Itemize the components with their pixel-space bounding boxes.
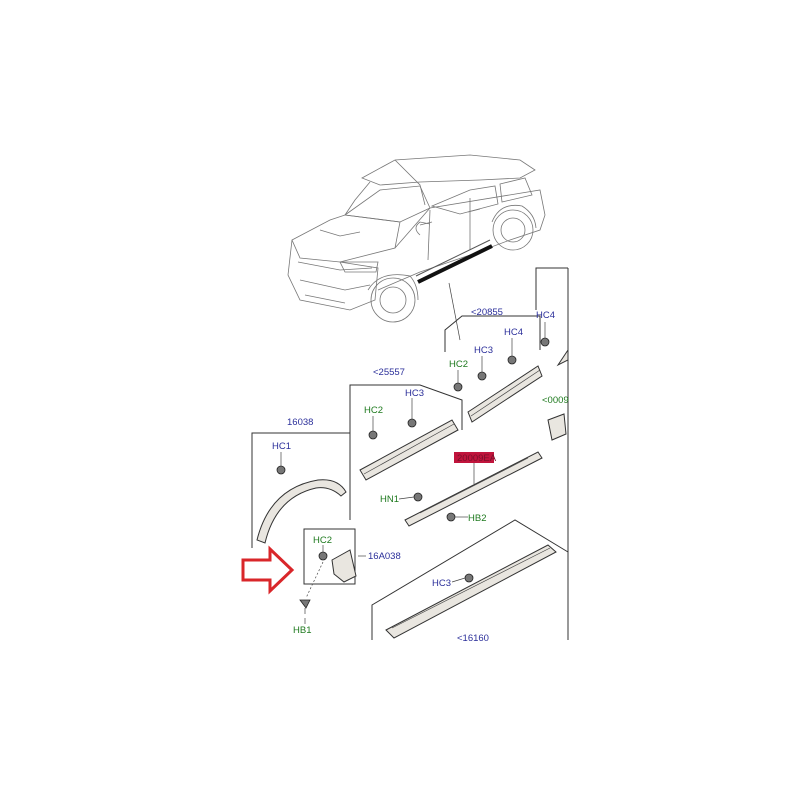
- hc2-label: HC2: [364, 405, 383, 416]
- hollow-right-arrow-icon: [241, 545, 295, 595]
- hc3-label: HC3: [405, 388, 424, 399]
- rear-door-moulding: [467, 365, 543, 423]
- sill-rail: [404, 451, 543, 527]
- hc4-label: HC4: [536, 310, 555, 321]
- leader-lines: [280, 322, 546, 624]
- mud-flap: [331, 549, 357, 583]
- ref-00098-label: <0009: [542, 395, 569, 406]
- hb2-label: HB2: [468, 513, 486, 524]
- ref-16160-label: <16160: [457, 633, 489, 644]
- front-door-moulding: [359, 419, 459, 481]
- hn1-label: HN1: [380, 494, 399, 505]
- highlight-badge: [454, 452, 494, 463]
- ref-20855-label: <20855: [471, 307, 503, 318]
- hc1-label: HC1: [272, 441, 291, 452]
- running-board: [385, 544, 557, 639]
- parts: [256, 348, 569, 639]
- wheel-arch-moulding: [256, 479, 347, 544]
- hc3-label: HC3: [474, 345, 493, 356]
- ref-25557-label: <25557: [373, 367, 405, 378]
- hc2-label: HC2: [313, 535, 332, 546]
- panel-frames: [251, 267, 569, 640]
- ref-16038-label: 16038: [287, 417, 313, 428]
- vehicle-illustration: [287, 154, 546, 323]
- hc4-label: HC4: [504, 327, 523, 338]
- hc3-label: HC3: [432, 578, 451, 589]
- hb1-label: HB1: [293, 625, 311, 636]
- hc2-label: HC2: [449, 359, 468, 370]
- highlighted-ref-label: 20009EA: [457, 453, 497, 464]
- bracket-part: [547, 413, 567, 441]
- ref-16A038-label: 16A038: [368, 551, 401, 562]
